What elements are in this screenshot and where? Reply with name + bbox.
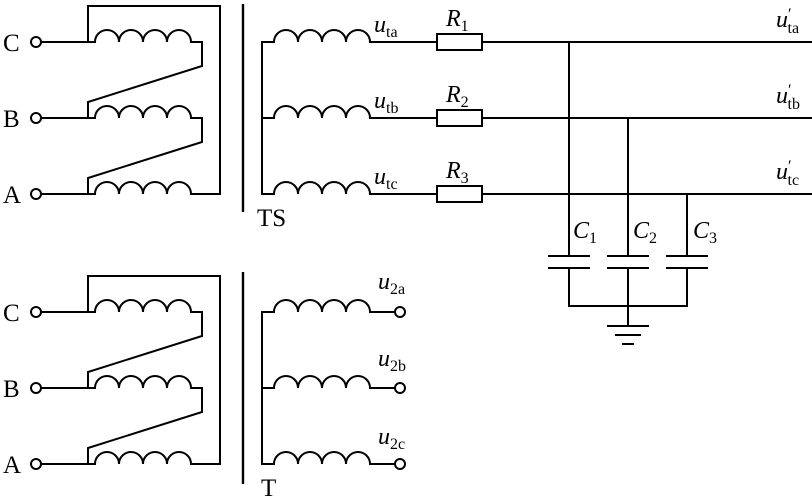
top-primary-winding — [30, 5, 221, 200]
bottom-terminal-a — [30, 458, 42, 470]
label-u-tc: utc — [374, 164, 398, 193]
bottom-transformer-label: T — [261, 475, 276, 499]
top-terminal-a — [30, 188, 42, 200]
top-terminal-b — [30, 112, 42, 124]
top-terminal-c — [30, 36, 42, 48]
ground-icon — [607, 325, 649, 345]
output-lines — [481, 41, 812, 195]
bottom-sec-coil-b — [273, 375, 371, 389]
label-u-ta-prime: u′ta — [776, 6, 799, 37]
bottom-label-c: C — [3, 300, 20, 327]
label-r3: R3 — [445, 158, 469, 187]
label-u-ta: uta — [374, 12, 398, 41]
label-r1: R1 — [445, 6, 469, 35]
bottom-out-terminal-b — [394, 382, 406, 394]
top-coil-b — [94, 105, 192, 119]
top-label-a: A — [3, 182, 21, 209]
label-r2: R2 — [445, 82, 469, 111]
capacitor-c2 — [607, 255, 649, 269]
resistor-r2 — [436, 109, 483, 127]
bottom-sec-coil-a — [273, 299, 371, 313]
bottom-terminal-b — [30, 382, 42, 394]
bottom-label-b: B — [3, 376, 20, 403]
bottom-coil-c — [94, 299, 192, 313]
bottom-label-a: A — [3, 452, 21, 479]
bottom-sec-coil-c — [273, 451, 371, 465]
label-u-tc-prime: u′tc — [776, 158, 799, 189]
top-label-c: C — [3, 30, 20, 57]
top-sec-coil-b — [273, 105, 371, 119]
capacitor-c3 — [666, 255, 708, 269]
label-u-tb: utb — [374, 88, 398, 117]
label-c3: C3 — [693, 218, 717, 247]
label-u-2c: u2c — [378, 424, 405, 453]
top-label-b: B — [3, 106, 20, 133]
bottom-out-terminal-c — [394, 458, 406, 470]
bottom-primary-winding — [30, 275, 221, 470]
bottom-secondary-winding — [261, 299, 406, 470]
top-coil-a — [94, 181, 192, 195]
bottom-coil-a — [94, 451, 192, 465]
label-c2: C2 — [633, 218, 657, 247]
label-u-2b: u2b — [378, 346, 406, 375]
label-u-tb-prime: u′tb — [776, 82, 800, 113]
label-c1: C1 — [573, 218, 597, 247]
top-secondary-winding — [261, 29, 438, 195]
bottom-out-terminal-a — [394, 306, 406, 318]
top-sec-coil-c — [273, 181, 371, 195]
top-transformer-label: TS — [257, 205, 286, 232]
label-u-2a: u2a — [378, 269, 405, 298]
capacitor-c1 — [548, 255, 590, 269]
resistor-r1 — [436, 33, 483, 51]
top-coil-c — [94, 29, 192, 43]
resistor-r3 — [436, 185, 483, 203]
top-sec-coil-a — [273, 29, 371, 43]
bottom-coil-b — [94, 375, 192, 389]
capacitor-bank — [548, 41, 708, 345]
bottom-terminal-c — [30, 306, 42, 318]
